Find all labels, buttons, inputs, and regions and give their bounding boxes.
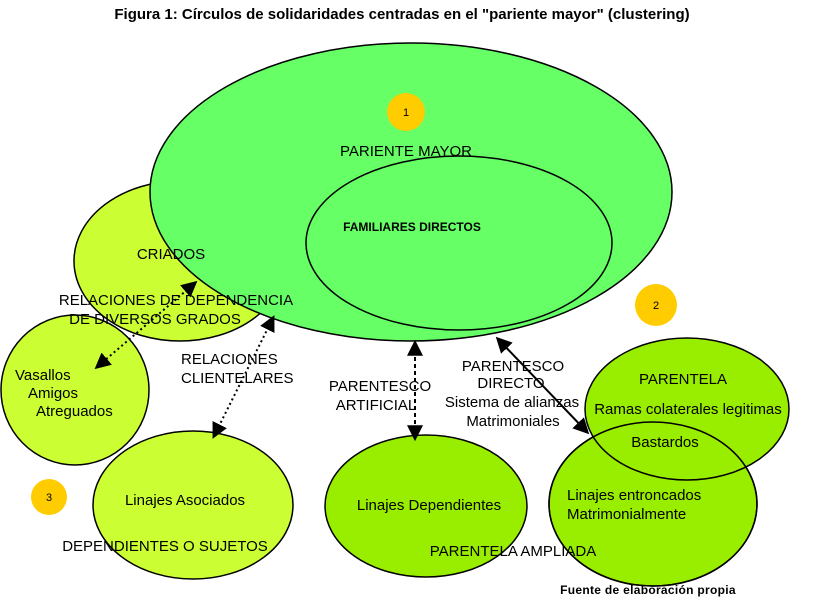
pariente-mayor-label: PARIENTE MAYOR xyxy=(340,143,472,160)
linajes-entroncados-line2: Matrimonialmente xyxy=(567,506,686,523)
ramas-colaterales-label: Ramas colaterales legitimas xyxy=(594,401,782,418)
bastardos-label: Bastardos xyxy=(631,434,699,451)
sistema-alianzas-line1: Sistema de alianzas xyxy=(445,394,579,411)
linajes-dependientes-circle xyxy=(324,434,528,578)
dependencia-connector xyxy=(94,280,198,370)
relaciones-dependencia-line2: DE DIVERSOS GRADOS xyxy=(69,311,241,328)
familiares-directos-ellipse xyxy=(305,155,613,331)
linajes-asociados-label: Linajes Asociados xyxy=(125,492,245,509)
relaciones-clientelares-line2: CLIENTELARES xyxy=(181,370,294,387)
familiares-directos-label: FAMILIARES DIRECTOS xyxy=(343,220,481,234)
badge-3-label: 3 xyxy=(46,492,52,504)
linajes-entroncados-line1: Linajes entroncados xyxy=(567,487,701,504)
parentela-label: PARENTELA xyxy=(639,371,727,388)
parentesco-artificial-line2: ARTIFICIAL xyxy=(336,397,417,414)
relaciones-dependencia-line1: RELACIONES DE DEPENDENCIA xyxy=(59,292,293,309)
parentesco-directo-connector xyxy=(495,336,590,435)
sistema-alianzas-line2: Matrimoniales xyxy=(466,413,559,430)
criados-label: CRIADOS xyxy=(137,246,205,263)
linajes-asociados-circle xyxy=(92,430,294,580)
parentesco-directo-line1: PARENTESCO xyxy=(462,358,564,375)
vasallos-line3: Atreguados xyxy=(36,403,113,420)
clientelares-connector xyxy=(212,315,275,439)
vasallos-line2: Amigos xyxy=(28,385,78,402)
badge-2-label: 2 xyxy=(653,300,659,312)
parentesco-artificial-line1: PARENTESCO xyxy=(329,378,431,395)
badge-3 xyxy=(31,479,67,515)
linajes-entroncados-outline xyxy=(548,421,758,587)
source-note: Fuente de elaboración propia xyxy=(560,583,736,597)
badge-1 xyxy=(387,93,425,131)
badge-1-label: 1 xyxy=(403,107,409,119)
badge-2 xyxy=(635,284,677,326)
dependientes-sujetos-label: DEPENDIENTES O SUJETOS xyxy=(62,538,268,555)
parentesco-directo-line2: DIRECTO xyxy=(477,375,544,392)
figure-title: Figura 1: Círculos de solidaridades cent… xyxy=(114,6,689,23)
relaciones-clientelares-line1: RELACIONES xyxy=(181,351,278,368)
vasallos-line1: Vasallos xyxy=(15,367,71,384)
parentela-ampliada-label: PARENTELA AMPLIADA xyxy=(430,543,596,560)
linajes-dependientes-label: Linajes Dependientes xyxy=(357,497,501,514)
